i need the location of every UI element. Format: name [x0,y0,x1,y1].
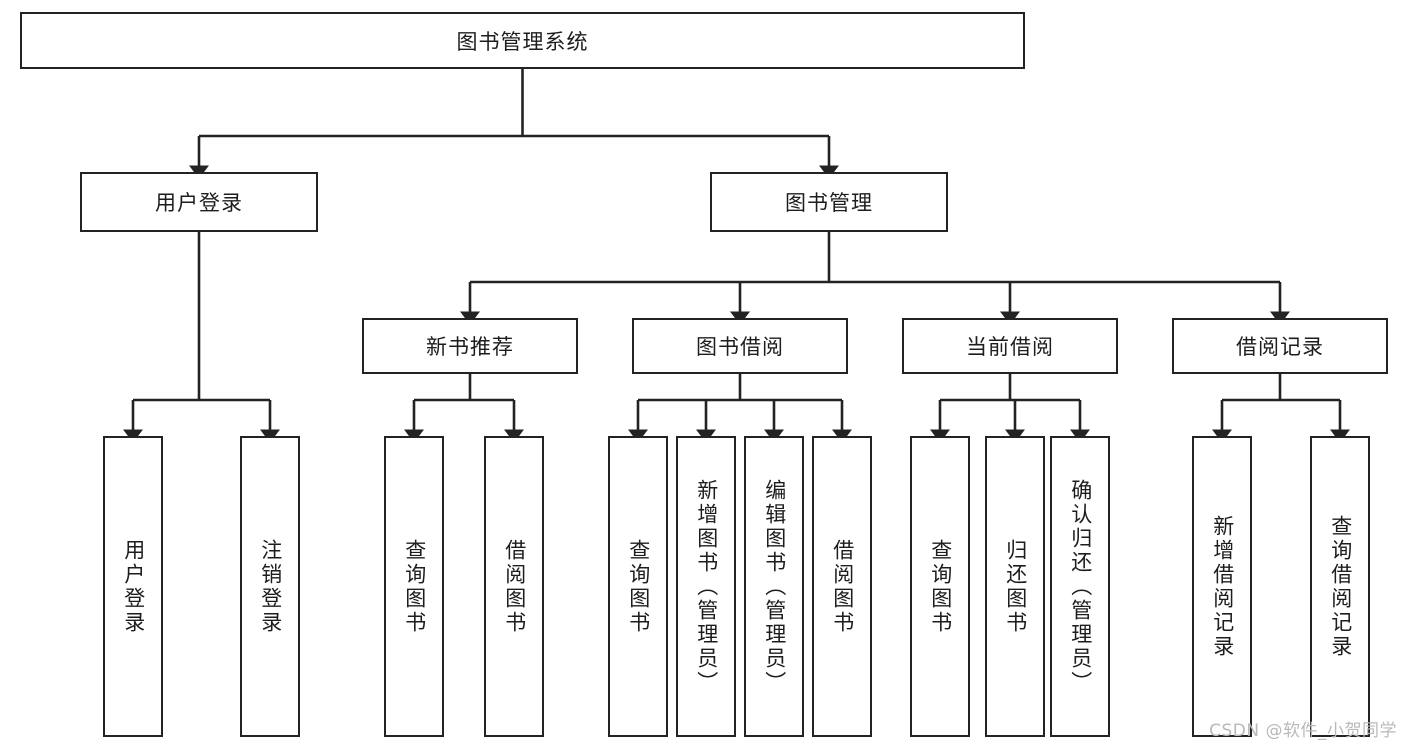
node-label: 图书管理 [785,191,873,215]
node-l-borrow-book-1[interactable]: 借阅图书 [484,436,544,737]
node-label: 新书推荐 [426,335,514,359]
node-label: 确认归还（管理员） [1068,478,1093,695]
node-label: 新增图书（管理员） [694,478,719,695]
node-l-return-book[interactable]: 归还图书 [985,436,1045,737]
node-label: 注销登录 [258,538,283,635]
node-l-confirm-return[interactable]: 确认归还（管理员） [1050,436,1110,737]
node-root[interactable]: 图书管理系统 [20,12,1025,69]
node-n-book-borrow[interactable]: 图书借阅 [632,318,848,374]
node-label: 借阅图书 [830,538,855,635]
node-label: 查询图书 [626,538,651,635]
node-l-edit-book[interactable]: 编辑图书（管理员） [744,436,804,737]
node-label: 图书管理系统 [456,29,589,54]
node-l-add-record[interactable]: 新增借阅记录 [1192,436,1252,737]
node-n-user-login[interactable]: 用户登录 [80,172,318,232]
node-label: 归还图书 [1003,538,1028,635]
node-label: 用户登录 [121,538,146,635]
node-label: 新增借阅记录 [1210,514,1235,659]
node-l-user-login[interactable]: 用户登录 [103,436,163,737]
node-l-borrow-book-2[interactable]: 借阅图书 [812,436,872,737]
connector-layer [122,69,1351,443]
node-n-book-mgmt[interactable]: 图书管理 [710,172,948,232]
node-label: 借阅图书 [502,538,527,635]
node-l-query-book-3[interactable]: 查询图书 [910,436,970,737]
node-n-new-book-rec[interactable]: 新书推荐 [362,318,578,374]
node-label: 查询借阅记录 [1328,514,1353,659]
node-l-add-book[interactable]: 新增图书（管理员） [676,436,736,737]
node-label: 图书借阅 [696,335,784,359]
node-label: 用户登录 [155,191,243,215]
node-n-current-borrow[interactable]: 当前借阅 [902,318,1118,374]
node-label: 借阅记录 [1236,335,1324,359]
node-label: 当前借阅 [966,335,1054,359]
node-n-borrow-record[interactable]: 借阅记录 [1172,318,1388,374]
node-l-logout[interactable]: 注销登录 [240,436,300,737]
node-label: 编辑图书（管理员） [762,478,787,695]
node-l-query-book-1[interactable]: 查询图书 [384,436,444,737]
node-l-query-record[interactable]: 查询借阅记录 [1310,436,1370,737]
node-l-query-book-2[interactable]: 查询图书 [608,436,668,737]
node-label: 查询图书 [402,538,427,635]
node-label: 查询图书 [928,538,953,635]
